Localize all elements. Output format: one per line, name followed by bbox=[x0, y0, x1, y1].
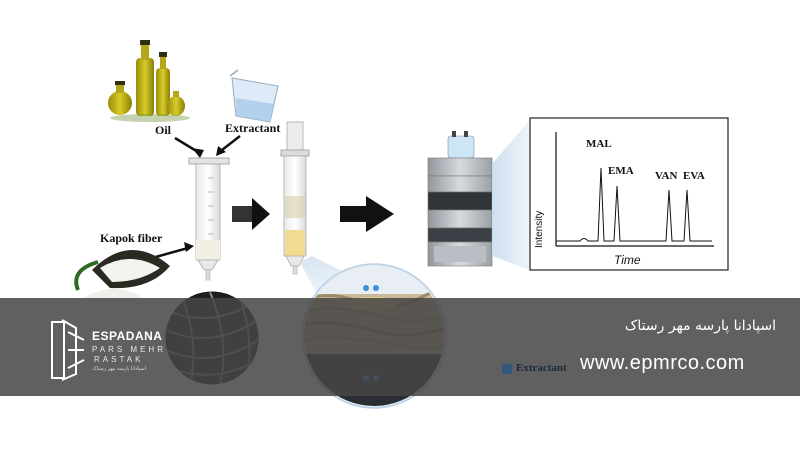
brand-sub2: RASTAK bbox=[94, 355, 144, 364]
process-arrow-1 bbox=[232, 198, 270, 230]
extractant-label: Extractant bbox=[225, 121, 281, 135]
peak-label-van: VAN bbox=[655, 170, 678, 182]
oil-bottles-icon bbox=[108, 40, 190, 122]
kapok-arrow bbox=[151, 242, 194, 260]
y-axis-label-wrap: Intensity bbox=[534, 196, 548, 256]
projection-beam bbox=[492, 120, 530, 270]
brand-name: ESPADANA bbox=[92, 329, 163, 343]
x-axis-label: Time bbox=[614, 253, 641, 267]
peak-label-ema: EMA bbox=[608, 165, 634, 177]
peak-label-mal: MAL bbox=[586, 138, 612, 150]
peak-label-eva: EVA bbox=[683, 170, 705, 182]
legend-label-extractant: Extractant bbox=[516, 362, 567, 374]
chromatogram-trace bbox=[556, 167, 712, 242]
y-axis-label: Intensity bbox=[534, 210, 545, 248]
legend-swatch-extractant bbox=[502, 364, 512, 374]
input-arrows bbox=[174, 135, 241, 158]
website-url[interactable]: www.epmrco.com bbox=[580, 352, 745, 374]
chromatogram-panel bbox=[529, 117, 729, 271]
brand-tiny-text: اسپادانا پارسه مهر رستاک bbox=[92, 366, 146, 372]
hplc-instrument-icon bbox=[427, 131, 493, 267]
oil-label: Oil bbox=[155, 123, 172, 137]
brand-sub1: PARS MEHR bbox=[92, 345, 166, 354]
loaded-syringe-icon bbox=[280, 121, 310, 275]
espadana-logo-icon bbox=[51, 319, 85, 381]
kapok-pod-icon bbox=[74, 249, 170, 300]
empty-syringe-icon bbox=[188, 157, 230, 281]
beaker-icon bbox=[229, 69, 279, 123]
watermark-band bbox=[0, 298, 800, 396]
kapok-fiber-label: Kapok fiber bbox=[100, 231, 163, 245]
process-arrow-2 bbox=[340, 196, 394, 232]
persian-company-name: اسپادانا پارسه مهر رستاک bbox=[624, 318, 776, 334]
